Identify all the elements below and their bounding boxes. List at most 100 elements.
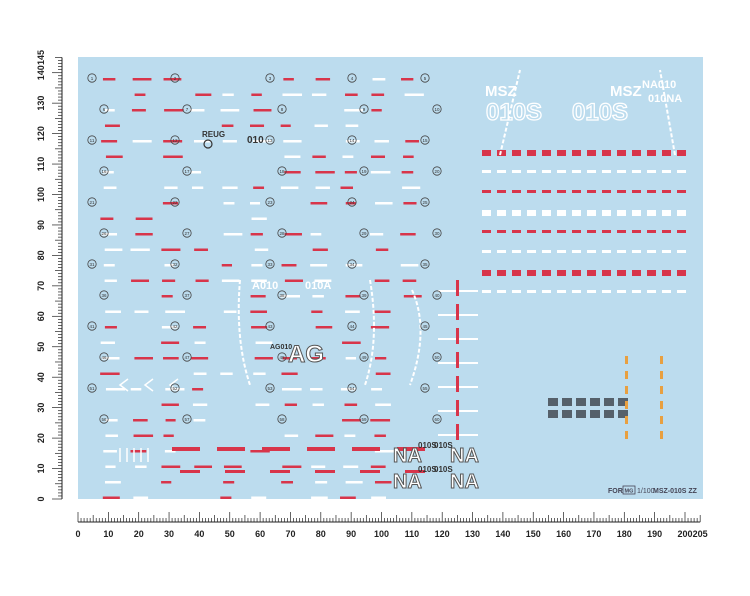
red-stripe-decal: [370, 419, 391, 422]
stripe-decal: [527, 210, 536, 216]
stripe-decal: [542, 250, 551, 253]
stripe-decal: [497, 210, 506, 216]
stripe-decal: [557, 190, 566, 193]
red-stripe-decal: [161, 248, 181, 251]
ruler-label: 180: [617, 529, 632, 539]
white-stripe-decal: [402, 186, 421, 189]
marker-circle: [359, 166, 369, 176]
marker-number: 3: [269, 76, 272, 81]
white-stripe-decal: [342, 155, 354, 158]
marker-number: 45: [422, 324, 428, 329]
marker-circle: [420, 135, 430, 145]
red-stripe-decal: [217, 447, 245, 451]
na-decal: NA: [450, 471, 479, 493]
red-stripe-decal: [342, 341, 361, 344]
marker-number: 53: [267, 386, 273, 391]
caution-decal: [625, 431, 628, 439]
marker-circle: [359, 352, 369, 362]
red-stripe-decal: [345, 202, 356, 205]
ruler-label: 150: [526, 529, 541, 539]
marker-circle: [277, 228, 287, 238]
msz-right-label: MSZ: [610, 83, 642, 100]
part-number-marker: 5: [420, 73, 430, 83]
part-number-marker: 21: [87, 197, 97, 207]
ruler-label: 130: [36, 96, 46, 111]
marker-number: 1: [91, 76, 94, 81]
na-small: 010S: [434, 465, 453, 474]
red-stripe-decal: [105, 155, 123, 158]
caution-decal: [625, 371, 628, 379]
white-outline-decal: [659, 69, 676, 156]
stripe-decal: [572, 270, 581, 276]
red-stripe-decal: [375, 248, 389, 251]
white-stripe-decal: [345, 310, 360, 313]
ruler-label: 40: [36, 372, 46, 382]
stripe-decal: [602, 250, 611, 253]
na-decal: NA: [393, 445, 422, 467]
white-stripe-decal: [400, 264, 419, 267]
part-number-marker: 47: [182, 352, 192, 362]
marker-number: 33: [267, 262, 273, 267]
ruler-label: 50: [36, 342, 46, 352]
red-stripe-decal: [220, 496, 232, 499]
marker-number: 26: [101, 231, 107, 236]
stripe-decal: [512, 170, 521, 173]
part-number-marker: 2: [170, 73, 180, 83]
red-stripe-decal: [403, 155, 414, 158]
marker-circle: [359, 104, 369, 114]
red-stripe-decal: [345, 295, 361, 298]
white-stripe-decal: [104, 481, 121, 484]
part-number-marker: 40: [432, 290, 442, 300]
reug-decal: REUG: [202, 130, 225, 139]
part-number-marker: 16: [99, 166, 109, 176]
red-stripe-decal: [284, 233, 302, 236]
marker-circle: [87, 259, 97, 269]
red-stripe-decal: [134, 93, 146, 96]
dark-decal: [604, 398, 614, 406]
stripe-decal: [632, 230, 641, 233]
marker-number: 50: [434, 355, 440, 360]
white-outline-decal: [364, 279, 375, 386]
marker-circle: [182, 414, 192, 424]
marker-circle: [87, 73, 97, 83]
part-number-marker: 20: [432, 166, 442, 176]
dark-decal: [548, 398, 558, 406]
stripe-decal: [647, 230, 656, 233]
white-stripe-decal: [103, 450, 117, 453]
part-number-marker: 48: [277, 352, 287, 362]
stripe-decal: [482, 270, 491, 276]
stripe-decal: [617, 290, 626, 293]
na010-top: NA010: [642, 79, 676, 91]
stripe-decal: [497, 250, 506, 253]
white-stripe-decal: [345, 357, 356, 360]
white-stripe-decal: [310, 264, 328, 267]
part-number-marker: 12: [170, 135, 180, 145]
ruler-label: 100: [374, 529, 389, 539]
red-stripe-decal: [373, 310, 391, 313]
dark-decal: [576, 410, 586, 418]
marker-number: 42: [172, 324, 178, 329]
marker-number: 16: [101, 169, 107, 174]
marker-circle: [347, 197, 357, 207]
white-stripe-decal: [250, 202, 261, 205]
red-stripe-decal: [284, 279, 303, 282]
white-stripe-decal: [104, 248, 123, 251]
marker-circle: [420, 73, 430, 83]
stripe-decal: [572, 150, 581, 156]
white-stripe-decal: [161, 326, 178, 329]
marker-number: 17: [184, 169, 190, 174]
stripe-decal: [602, 270, 611, 276]
stripe-decal: [557, 290, 566, 293]
ruler-label: 20: [36, 433, 46, 443]
white-outline-decal: [499, 69, 521, 156]
marker-circle: [277, 290, 287, 300]
part-number-marker: 23: [265, 197, 275, 207]
white-stripe-decal: [374, 450, 395, 453]
marker-circle: [265, 383, 275, 393]
ruler-label: 110: [36, 157, 46, 172]
marker-number: 8: [281, 107, 284, 112]
red-stripe-decal: [456, 280, 459, 296]
marker-number: 10: [434, 107, 440, 112]
white-stripe-decal: [314, 279, 332, 282]
ruler-label: 140: [495, 529, 510, 539]
